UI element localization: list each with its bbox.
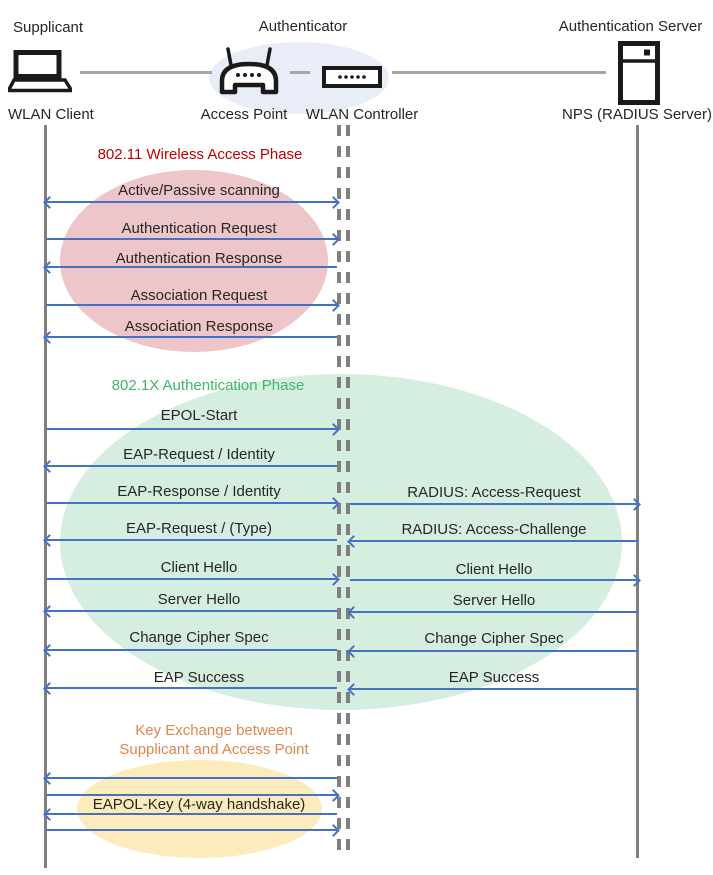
phase-title-8021x-authentication: 802.1X Authentication Phase [111,377,305,394]
message-label: EAP-Request / Identity [123,446,275,463]
message-arrow-left [347,682,638,696]
message-label: EAP-Request / (Type) [126,520,272,537]
message-arrow-right [350,573,641,587]
wlan-controller-icon [322,66,382,93]
message-label: Client Hello [160,559,238,576]
message-label: Server Hello [452,592,536,609]
message-arrow-right [46,232,340,246]
message-arrow-right [46,823,340,837]
message-arrow-right [46,298,340,312]
connector-line [392,71,606,74]
lifeline-wlan-controller [337,125,341,855]
message-arrow-left [43,807,337,821]
message-arrow-right [46,422,340,436]
access-point-icon [218,47,280,100]
message-label: EAP Success [153,669,245,686]
device-label-wlan-client: WLAN Client [8,106,94,123]
message-label: RADIUS: Access-Challenge [401,521,587,538]
message-label: Change Cipher Spec [424,630,564,647]
phase-ellipse-key-exchange [77,760,322,858]
message-label: EAPOL-Key (4-way handshake) [92,796,306,813]
message-arrow-left [43,643,337,657]
message-arrow-left [43,330,337,344]
device-label-wlan-controller: WLAN Controller [305,106,419,123]
message-arrow-left [43,459,337,473]
message-label: EAP Success [448,669,540,686]
message-label: RADIUS: Access-Request [407,484,581,501]
connector-line [80,71,212,74]
lifeline-wlan-client [44,125,47,868]
message-arrow-left [43,260,337,274]
server-icon [618,41,660,110]
connector-line [290,71,310,74]
message-arrow-left [347,534,638,548]
message-label: Authentication Request [121,220,277,237]
device-label-access-point: Access Point [200,106,288,123]
message-label: Active/Passive scanning [118,182,280,199]
message-label: Authentication Response [115,250,283,267]
message-label: EAP-Response / Identity [117,483,281,500]
phase-title-80211-wireless-access: 802.11 Wireless Access Phase [97,146,303,163]
message-arrow-right [350,497,641,511]
message-label: EPOL-Start [160,407,238,424]
message-label: Association Response [124,318,274,335]
message-arrow-right [46,572,340,586]
lifeline-wlan-controller [346,125,350,855]
message-arrow-left [43,771,337,785]
laptop-icon [5,50,75,99]
message-arrow-left [347,644,638,658]
role-label-authentication-server: Authentication Server [558,18,703,35]
message-arrow-left [43,681,337,695]
message-arrow-left [43,533,337,547]
role-label-authenticator: Authenticator [258,18,348,35]
phase-title-key-exchange: Key Exchange between Supplicant and Acce… [119,722,309,758]
phase-ellipse-8021x [60,374,622,710]
message-arrow-right [46,496,340,510]
message-arrow-left [347,605,638,619]
message-arrow-right [46,788,340,802]
message-arrow-both [43,195,340,209]
lifeline-nps-server [636,125,639,858]
message-label: Association Request [130,287,268,304]
message-label: Server Hello [157,591,241,608]
message-label: Client Hello [455,561,533,578]
role-label-supplicant: Supplicant [13,19,84,36]
phase-ellipse-80211 [60,170,328,352]
message-arrow-left [43,604,337,618]
device-label-nps-radius-server: NPS (RADIUS Server) [561,106,713,123]
message-label: Change Cipher Spec [129,629,269,646]
